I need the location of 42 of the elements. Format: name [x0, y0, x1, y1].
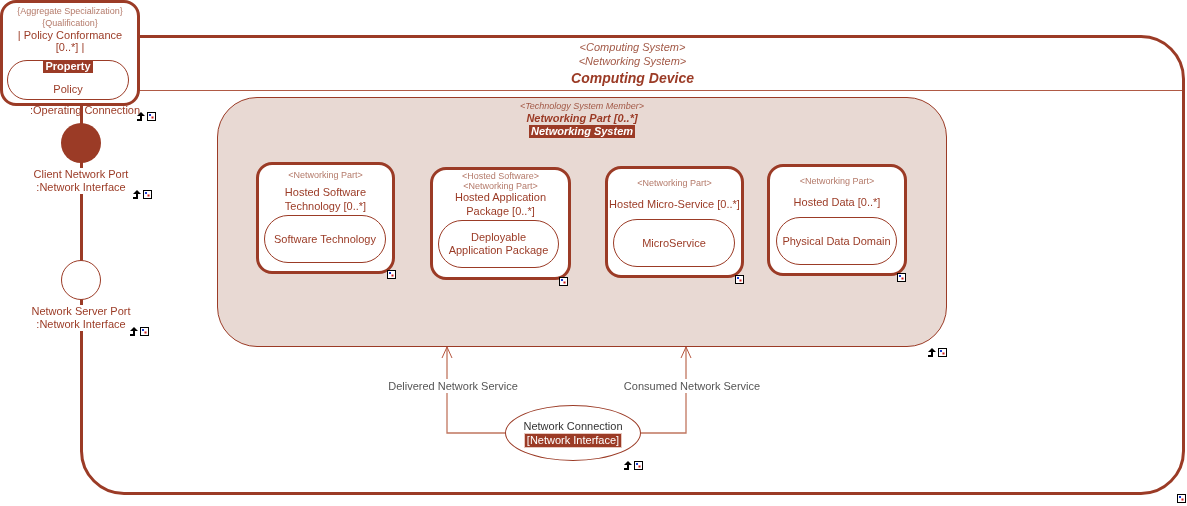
name-text: Hosted Software Technology [0..*]	[283, 185, 368, 213]
name-text: Networking System	[528, 125, 636, 138]
class-pill	[776, 217, 897, 265]
stereotype-text: Network Connection	[523, 418, 623, 433]
stereotype-text: <Networking System>	[578, 54, 687, 68]
name-text: Software Technology	[273, 232, 377, 246]
part-box	[605, 166, 744, 278]
policy-box	[0, 0, 140, 106]
edge-label: Consumed Network Service	[621, 379, 763, 393]
name-text: Hosted Application Package [0..*]	[453, 191, 548, 218]
part-box	[256, 162, 395, 274]
part-box	[767, 164, 907, 276]
name-text: [Network Interface]	[523, 432, 623, 448]
edge-label: Delivered Network Service	[386, 379, 520, 393]
name-text: Physical Data Domain	[781, 234, 892, 248]
title-text: Computing Device	[571, 69, 694, 88]
connector-arrow	[441, 346, 506, 434]
stereotype-text: Networking Part [0..*]	[526, 112, 638, 125]
name-text: Deployable Application Package	[447, 231, 550, 257]
name-text: Hosted Micro-Service [0..*]	[609, 197, 740, 211]
system-container	[217, 97, 947, 347]
property-pill	[7, 60, 129, 100]
stereotype-text: {Qualification}	[42, 17, 98, 29]
name-text: Policy	[53, 82, 83, 97]
class-pill	[438, 220, 559, 268]
part-box	[430, 167, 571, 280]
stereotype-text: <Technology System Member>	[519, 100, 645, 112]
stereotype-text: <Networking Part>	[463, 180, 538, 192]
stereotype-text: {Aggregate Specialization}	[17, 5, 123, 17]
connector-arrow	[640, 346, 692, 434]
name-text: Hosted Data [0..*]	[793, 195, 881, 209]
stereotype-text: <Networking Part>	[637, 177, 712, 189]
stereotype-text: <Hosted Software>	[461, 170, 539, 182]
name-text: | Policy Conformance [0..*] |	[16, 29, 124, 53]
connection-label: :Operating Connection	[30, 104, 141, 117]
stereotype-text: <Networking Part>	[288, 169, 363, 181]
stereotype-text: <Networking Part>	[799, 175, 875, 187]
name-text: MicroService	[641, 236, 707, 250]
stereotype-text: Property	[43, 60, 93, 73]
class-pill	[613, 219, 735, 267]
stereotype-text: <Computing System>	[579, 40, 686, 54]
class-pill	[264, 215, 386, 263]
